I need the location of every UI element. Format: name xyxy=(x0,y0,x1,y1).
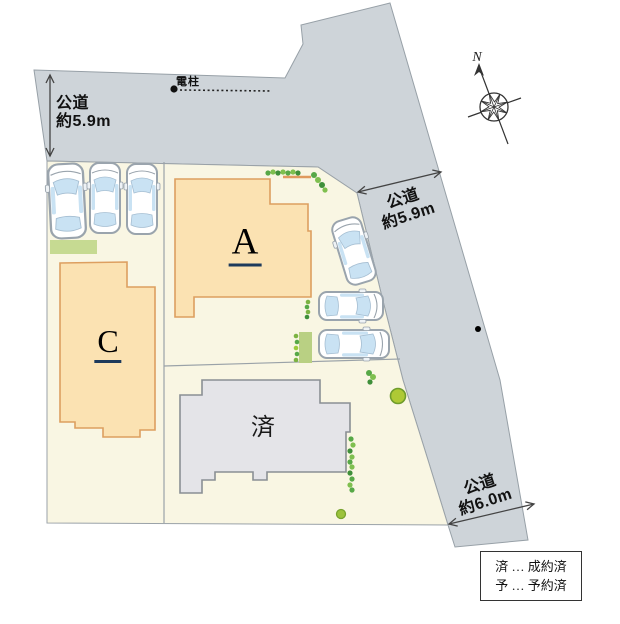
green-strip-left xyxy=(50,240,97,254)
utility-pole-dot xyxy=(170,85,178,93)
hedge-corner-icon xyxy=(311,172,328,193)
road-top-label: 公道 約5.9m xyxy=(56,95,111,131)
legend-reserved-row: 予 … 予約済 xyxy=(495,577,567,593)
bush-clump-icon xyxy=(366,370,376,385)
road-top-width: 約5.9m xyxy=(56,112,111,130)
legend-sold-row: 済 … 成約済 xyxy=(495,558,567,574)
pole-dot xyxy=(475,326,481,332)
plot-c-label: C xyxy=(94,323,122,363)
dimension-arrow-right-road xyxy=(356,169,443,195)
tree-icon xyxy=(389,387,407,405)
utility-pole-dashed-line xyxy=(179,89,273,92)
hedge-row-icon xyxy=(265,169,301,176)
tree-icon xyxy=(335,508,347,520)
legend-box: 済 … 成約済 予 … 予約済 xyxy=(480,551,582,601)
building-c-shape xyxy=(59,261,156,438)
plot-sold-label: 済 xyxy=(251,415,275,441)
north-arrow-icon xyxy=(474,63,484,76)
bush-column-icon xyxy=(304,299,311,320)
road-top-name: 公道 xyxy=(56,95,90,112)
green-strip-right xyxy=(299,332,312,363)
car-icon xyxy=(331,216,377,286)
car-icon xyxy=(318,326,390,362)
dimension-arrow-top-road xyxy=(45,73,55,158)
car-icon xyxy=(86,162,124,234)
compass-north-label: N xyxy=(472,50,482,65)
bush-column-icon xyxy=(293,333,300,363)
dimension-arrow-bottom-road xyxy=(447,501,536,527)
plot-a-label: A xyxy=(228,221,262,267)
divider-line-horizontal xyxy=(163,358,401,367)
bush-column-icon xyxy=(347,436,356,465)
bush-column-icon xyxy=(347,464,355,493)
car-icon xyxy=(44,162,88,240)
building-sold-shape xyxy=(179,379,351,494)
compass-icon xyxy=(467,63,522,145)
car-icon xyxy=(123,163,161,235)
utility-pole-label: 電柱 xyxy=(176,76,200,88)
car-icon xyxy=(318,288,384,324)
building-a-shape xyxy=(174,178,312,318)
